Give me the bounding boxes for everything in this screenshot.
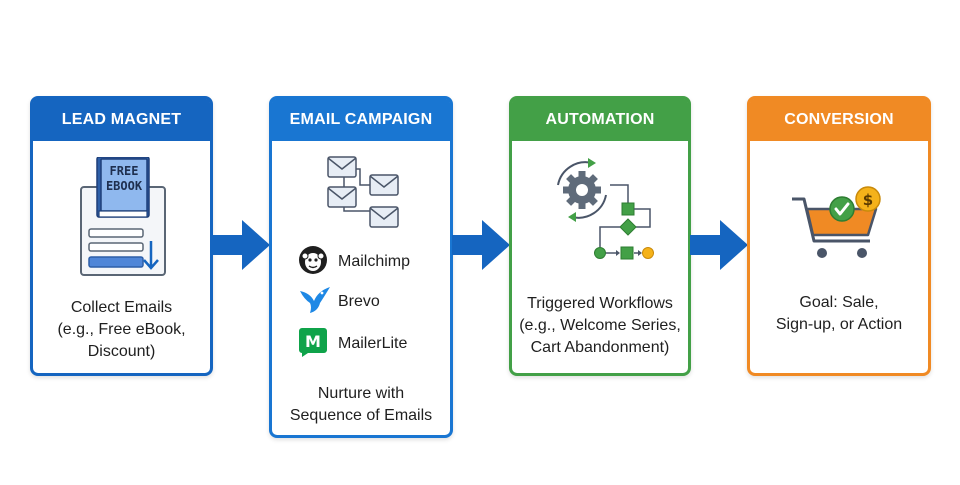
shopping-cart-icon: $ xyxy=(790,179,890,270)
tool-label: Brevo xyxy=(338,293,380,310)
step-automation: AUTOMATION xyxy=(509,96,691,376)
step-description: Triggered Workflows (e.g., Welcome Serie… xyxy=(519,295,681,356)
workflow-gear-icon xyxy=(548,155,658,272)
step-title: AUTOMATION xyxy=(512,99,688,141)
step-description: Collect Emails (e.g., Free eBook, Discou… xyxy=(57,299,186,360)
step-title: LEAD MAGNET xyxy=(33,99,210,141)
ebook-label-line1: FREE xyxy=(110,164,139,178)
arrow-right-icon xyxy=(452,220,510,275)
step-description: Nurture with Sequence of Emails xyxy=(289,385,433,424)
tool-label: MailerLite xyxy=(338,335,408,352)
step-lead-magnet: LEAD MAGNET FREE EBOOK Collect Emails (e… xyxy=(30,96,213,376)
tool-brevo: Brevo xyxy=(298,285,380,320)
email-sequence-icon xyxy=(326,155,400,236)
mailchimp-icon xyxy=(298,245,328,280)
tool-label: Mailchimp xyxy=(338,253,411,270)
svg-text:M: M xyxy=(305,332,321,351)
step-title: CONVERSION xyxy=(750,99,928,141)
brevo-icon xyxy=(298,285,332,320)
step-conversion: CONVERSION $ Goal: Sale, Sign-up, or Act… xyxy=(747,96,931,376)
ebook-icon: FREE EBOOK xyxy=(73,156,173,284)
step-title: EMAIL CAMPAIGN xyxy=(272,99,450,141)
tool-mailchimp: Mailchimp xyxy=(298,245,411,280)
svg-text:$: $ xyxy=(863,191,873,209)
arrow-right-icon xyxy=(212,220,270,275)
step-description: Goal: Sale, Sign-up, or Action xyxy=(775,294,903,333)
mailerlite-icon: M xyxy=(298,326,328,363)
tool-mailerlite: M MailerLite xyxy=(298,327,408,359)
step-email-campaign: EMAIL CAMPAIGN Mailchimp xyxy=(269,96,453,438)
ebook-label-line2: EBOOK xyxy=(106,179,143,193)
arrow-right-icon xyxy=(690,220,748,275)
